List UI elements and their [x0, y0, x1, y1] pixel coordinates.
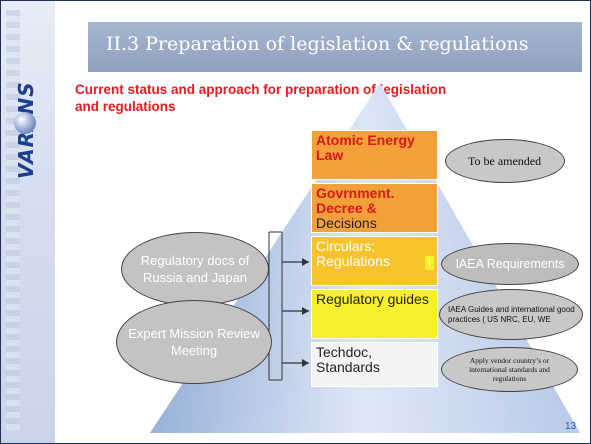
note-iaea-guides: IAEA Guides and international good pract…	[439, 289, 583, 340]
level-atomic-energy-law: Atomic Energy Law	[311, 130, 438, 180]
page-number: 13	[565, 421, 577, 432]
note-expert-mission: Expert Mission Review Meeting	[116, 300, 272, 384]
level-regulatory-guides: Regulatory guides	[311, 289, 438, 339]
level-government-decree: Govrnment. Decree & Decisions	[311, 183, 438, 233]
slide-title: II.3 Preparation of legislation & regula…	[106, 33, 529, 55]
note-regulatory-docs: Regulatory docs of Russia and Japan	[121, 232, 269, 306]
note-vendor-standards: Apply vendor country’s or international …	[441, 347, 578, 392]
sidebar: VARANS	[0, 0, 55, 444]
note-iaea-requirements: IAEA Requirements	[441, 243, 579, 285]
level-circulars: Circulars; Regulations	[311, 236, 438, 286]
side-mark: I	[425, 256, 434, 270]
note-to-be-amended: To be amended	[445, 139, 565, 183]
globe-icon	[14, 112, 36, 134]
level-techdoc-standards: Techdoc, Standards	[311, 342, 438, 387]
title-bar: II.3 Preparation of legislation & regula…	[88, 22, 582, 72]
slide-subtitle: Current status and approach for preparat…	[75, 82, 447, 114]
